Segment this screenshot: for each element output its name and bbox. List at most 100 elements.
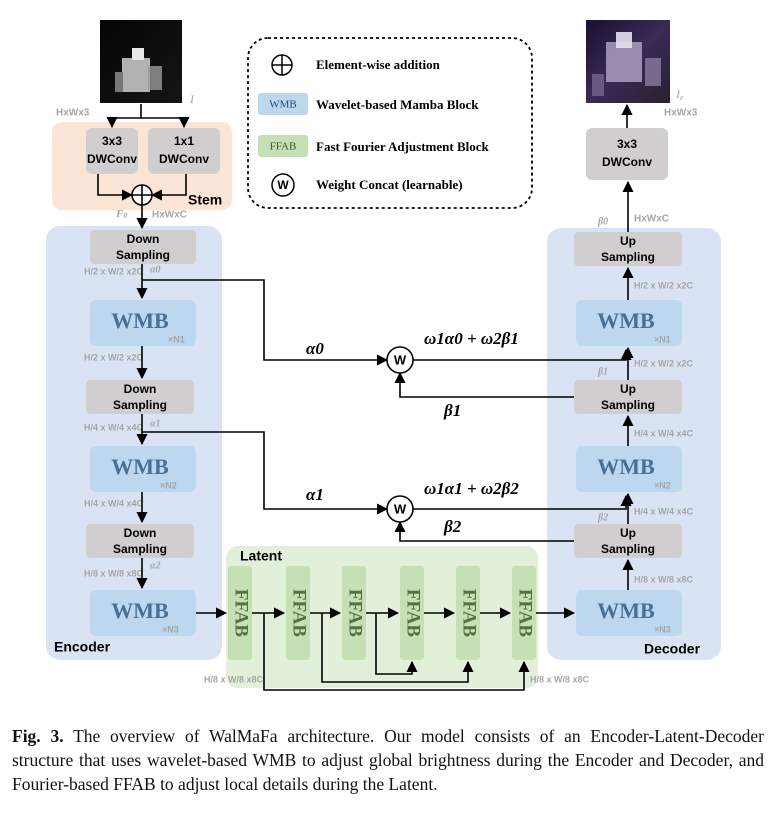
encoder-down-sampling-2 [86,380,194,414]
encoder-wmb-2 [90,446,196,492]
decoder-wmb-3-label: WMB [597,598,655,623]
decoder-beta0-dims: HxWxC [634,214,669,225]
stem-out-label: F0 [115,208,127,220]
ffab-block-4 [400,566,424,660]
weight-concat-icon: W [386,495,414,523]
skip-arrows [142,279,632,542]
input-label: I [189,92,195,106]
encoder-down-2-line1: Down [124,382,157,396]
input-dims: HxWx3 [56,108,90,119]
skip-beta-2: β2 [443,517,462,536]
ffab-label-6: FFAB [515,589,536,638]
encoder-down-3-line2: Sampling [113,542,167,556]
ffab-block-6 [512,566,536,660]
encoder-down-sampling-1 [90,230,196,264]
legend-wmb-swatch [258,93,308,115]
legend-ffab-symbol: FFAB [270,141,297,153]
encoder-down-1-line1: Down [127,232,160,246]
skip-alpha-0: α0 [306,339,324,358]
decoder-dims-5: H/8 x W/8 x8C [634,574,694,584]
legend-box [247,37,533,209]
legend-text-addition: Element-wise addition [316,57,441,72]
decoder-final-conv-line1: 3x3 [617,137,637,151]
decoder-beta0: β0 [597,216,608,227]
element-wise-addition-icon [131,184,153,206]
encoder-wmb-1-label: WMB [111,308,169,333]
stem-title: Stem [188,192,222,208]
latent-panel [226,546,538,688]
decoder-title: Decoder [644,641,701,657]
ffab-label-3: FFAB [345,589,366,638]
skip-alpha-1: α1 [306,485,324,504]
legend-text-weight: Weight Concat (learnable) [316,177,463,192]
legend-text-ffab: Fast Fourier Adjustment Block [316,139,489,154]
skip-formula-1: ω1α1 + ω2β2 [424,479,519,498]
ffab-block-3 [342,566,366,660]
latent-arrows [196,607,576,691]
encoder-down-3-line1: Down [124,526,157,540]
encoder-wmb-3-count: ×N3 [162,624,179,634]
latent-dims-left: H/8 x W/8 x8C [204,674,264,684]
output-image [586,20,670,103]
decoder-up-3-line1: Up [620,526,636,540]
output-dims: HxWx3 [664,108,698,119]
stem-conv3x3-block [86,128,138,174]
decoder-up-sampling-3 [574,524,682,558]
legend-weight-icon: W [271,173,295,197]
decoder-wmb-3 [576,590,682,636]
encoder-alpha2: α2 [150,560,161,571]
decoder-up-1-line2: Sampling [601,250,655,264]
decoder-up-sampling-2 [574,380,682,414]
encoder-dims-5: H/8 x W/8 x8C [84,568,144,578]
stem-out-dims: HxWxC [152,210,187,221]
encoder-wmb-3-label: WMB [111,598,169,623]
decoder-wmb-2-count: ×N2 [654,480,671,490]
legend-addition-icon [271,54,293,76]
decoder-up-2-line1: Up [620,382,636,396]
decoder-dims-4: H/4 x W/4 x4C [634,506,694,516]
encoder-alpha0: α0 [150,264,161,275]
decoder-wmb-3-count: ×N3 [654,624,671,634]
decoder-dims-2: H/2 x W/2 x2C [634,358,694,368]
caption-label: Fig. 3. [12,726,64,746]
encoder-down-2-line2: Sampling [113,398,167,412]
legend-ffab-swatch [258,135,308,157]
svg-text:W: W [277,178,289,192]
legend-text-wmb: Wavelet-based Mamba Block [316,97,479,112]
decoder-final-conv-line2: DWConv [602,155,652,169]
input-image [100,20,182,103]
latent-title: Latent [240,548,282,564]
encoder-dims-1: H/2 x W/2 x2C [84,266,144,276]
decoder-dims-3: H/4 x W/4 x4C [634,428,694,438]
stem-conv1x1-label-2: DWConv [159,152,209,166]
ffab-label-5: FFAB [459,589,480,638]
legend-wmb-symbol: WMB [269,99,297,111]
ffab-block-5 [456,566,480,660]
encoder-down-1-line2: Sampling [116,248,170,262]
ffab-label-2: FFAB [289,589,310,638]
encoder-title: Encoder [54,639,111,655]
decoder-arrows [621,103,634,590]
decoder-wmb-1-label: WMB [597,308,655,333]
skip-formula-0: ω1α0 + ω2β1 [424,329,519,348]
decoder-up-3-line2: Sampling [601,542,655,556]
output-label: Ie [675,87,684,102]
skip-beta-1: β1 [443,401,461,420]
encoder-wmb-1 [90,300,196,346]
encoder-dims-2: H/2 x W/2 x2C [84,352,144,362]
svg-text:W: W [394,501,407,516]
weight-concat-icon: W [386,346,414,374]
encoder-down-sampling-3 [86,524,194,558]
figure-caption: Fig. 3. The overview of WalMaFa architec… [12,724,764,796]
decoder-beta2: β2 [597,512,608,523]
ffab-labels: FFAB FFAB FFAB FFAB FFAB FFAB [231,589,536,638]
encoder-wmb-2-count: ×N2 [160,480,177,490]
latent-dims-right: H/8 x W/8 x8C [530,674,590,684]
decoder-up-1-line1: Up [620,234,636,248]
ffab-block-1 [228,566,252,660]
decoder-wmb-1-count: ×N1 [654,334,671,344]
encoder-dims-4: H/4 x W/4 x4C [84,498,144,508]
stem-conv3x3-label-1: 3x3 [102,134,122,148]
encoder-wmb-1-count: ×N1 [168,334,185,344]
